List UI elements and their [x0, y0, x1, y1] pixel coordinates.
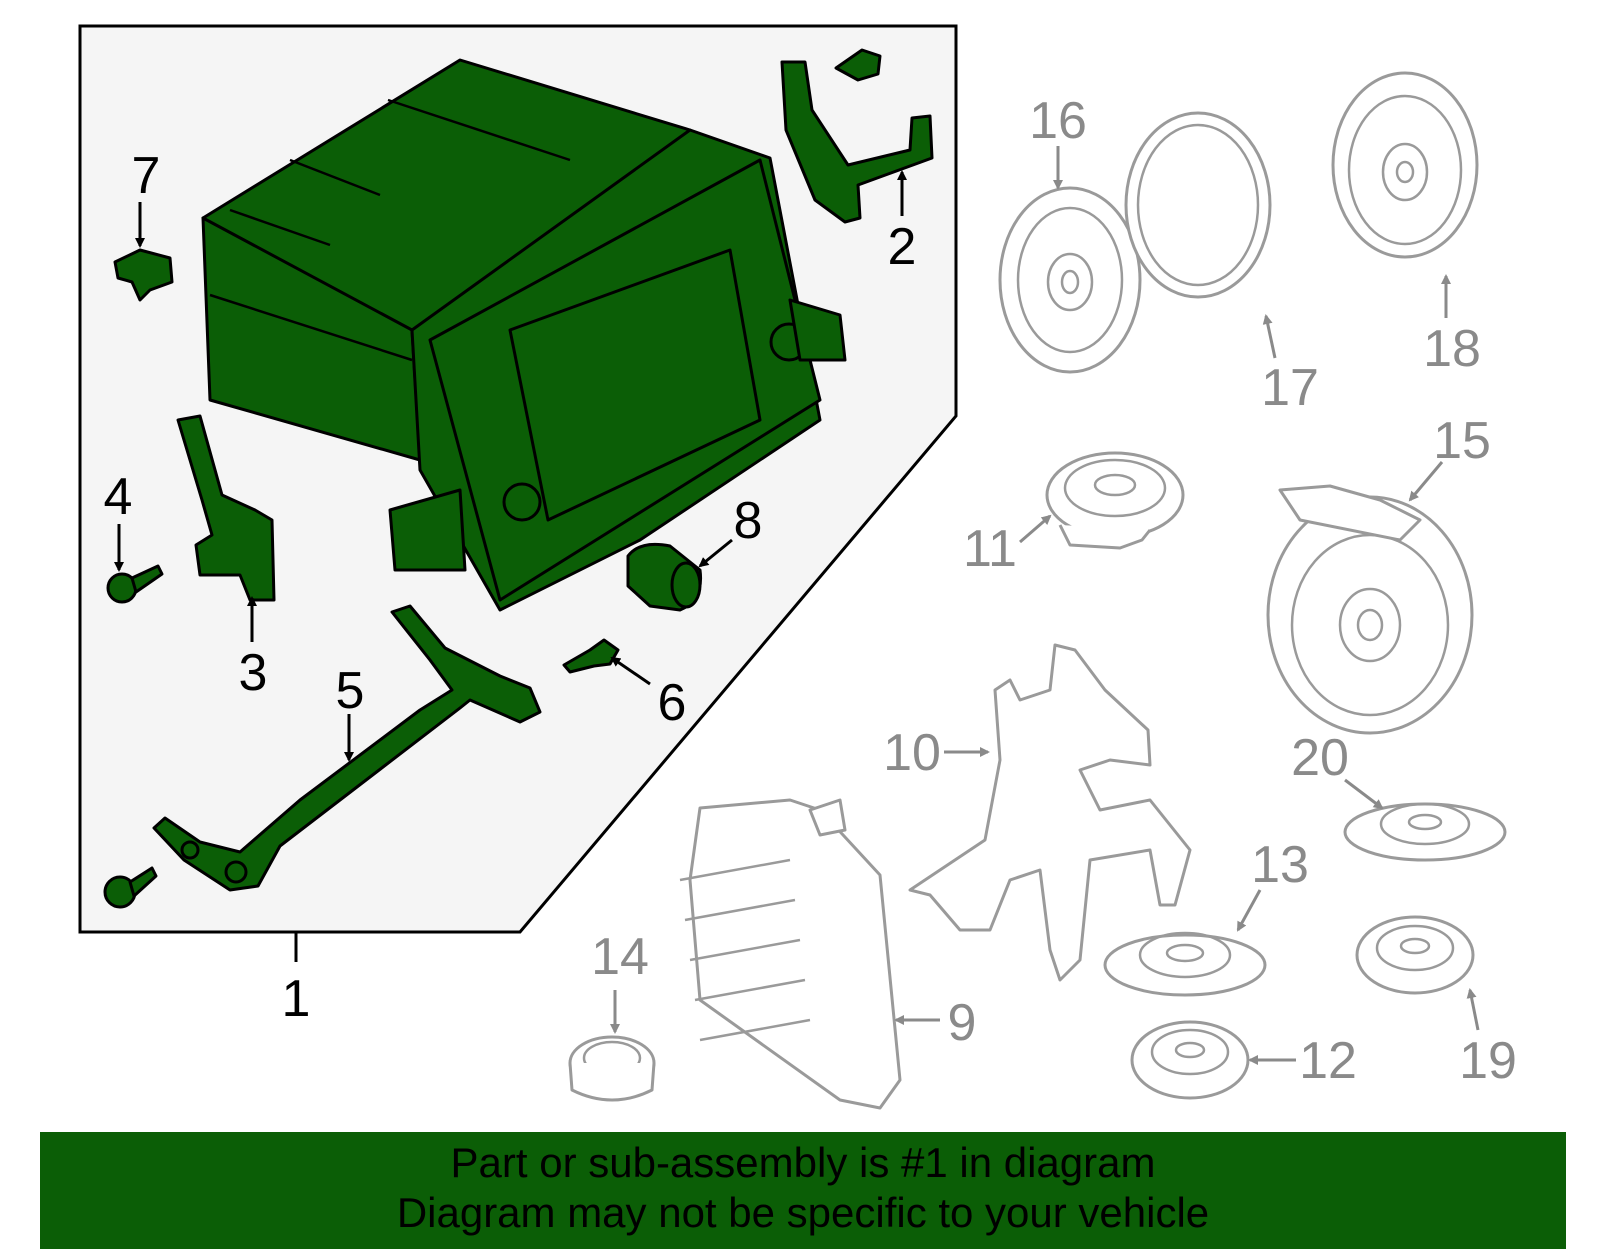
- leader-13: [1236, 889, 1262, 932]
- callout-9: 9: [948, 994, 977, 1052]
- speaker-part-18: [1331, 71, 1479, 259]
- speaker-ring-part-17: [1124, 111, 1272, 299]
- tweeter-part-12: [1130, 1020, 1250, 1100]
- tweeter-part-13: [1103, 931, 1267, 997]
- callout-10: 10: [883, 724, 941, 782]
- callout-1: 1: [282, 970, 311, 1028]
- callout-3: 3: [239, 644, 268, 702]
- banner-line-1: Part or sub-assembly is #1 in diagram: [450, 1139, 1156, 1186]
- amplifier-part-9: [679, 798, 902, 1110]
- callout-15: 15: [1433, 412, 1491, 470]
- clip-part-7[interactable]: [113, 248, 174, 302]
- speaker-part-11: [1045, 451, 1185, 550]
- callout-6: 6: [658, 674, 687, 732]
- leader-8: [698, 538, 733, 568]
- callout-5: 5: [336, 662, 365, 720]
- speaker-part-15: [1266, 484, 1474, 735]
- leader-20: [1344, 778, 1384, 810]
- callout-2: 2: [888, 218, 917, 276]
- speaker-part-16: [998, 186, 1142, 374]
- bracket-part-2[interactable]: [780, 48, 934, 224]
- callout-14: 14: [591, 928, 649, 986]
- head-unit-part[interactable]: [201, 58, 847, 612]
- tweeter-part-14: [568, 1035, 656, 1102]
- callout-17: 17: [1261, 359, 1319, 417]
- info-banner: Part or sub-assembly is #1 in diagram Di…: [40, 1132, 1566, 1249]
- screw-part-5b[interactable]: [103, 866, 158, 909]
- leader-19: [1466, 988, 1480, 1031]
- callout-12: 12: [1299, 1032, 1357, 1090]
- leader-11: [1019, 514, 1052, 544]
- tweeter-part-19: [1355, 915, 1475, 995]
- callout-20: 20: [1291, 729, 1349, 787]
- callout-7: 7: [132, 147, 161, 205]
- leader-15: [1408, 461, 1444, 502]
- callout-13: 13: [1251, 836, 1309, 894]
- callout-8: 8: [734, 492, 763, 550]
- callout-16: 16: [1029, 92, 1087, 150]
- screw-part-4[interactable]: [106, 564, 164, 604]
- leader-17: [1262, 314, 1277, 359]
- knob-part-8[interactable]: [626, 542, 703, 612]
- callout-19: 19: [1459, 1032, 1517, 1090]
- callout-18: 18: [1423, 320, 1481, 378]
- callout-4: 4: [104, 468, 133, 526]
- callout-11: 11: [963, 520, 1017, 578]
- banner-line-2: Diagram may not be specific to your vehi…: [396, 1189, 1210, 1236]
- bracket-part-5[interactable]: [152, 604, 542, 892]
- leader-6: [610, 656, 651, 686]
- bracket-part-10: [908, 643, 1192, 982]
- tweeter-part-20: [1343, 802, 1507, 862]
